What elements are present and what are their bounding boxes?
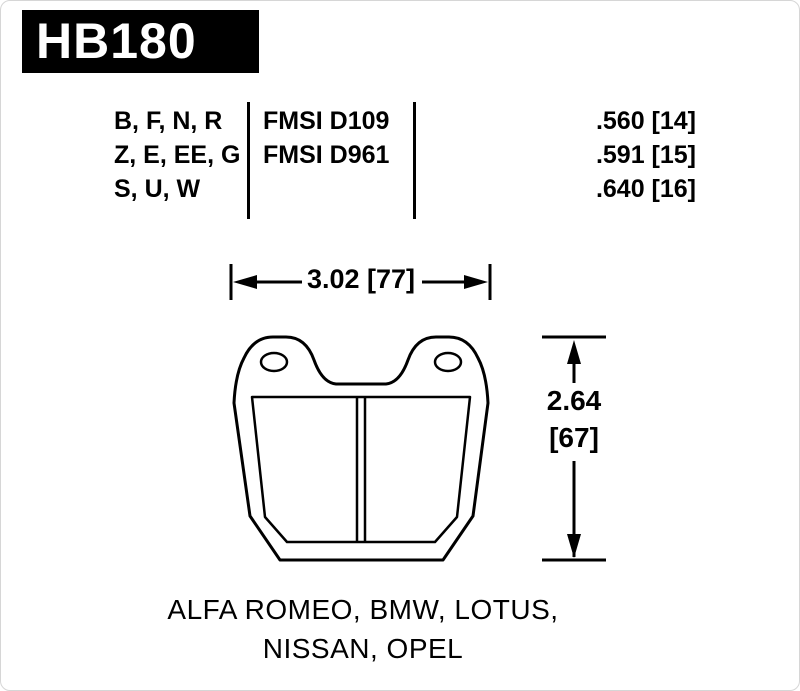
fmsi-row-2: FMSI D961 xyxy=(263,141,390,169)
compound-codes-column: B, F, N, R Z, E, EE, G S, U, W xyxy=(114,104,244,206)
arrow-down-icon xyxy=(567,534,581,558)
arrow-right-icon xyxy=(464,275,488,289)
table-divider-left xyxy=(247,102,250,219)
pad-thickness-column: .560 [14] .591 [15] .640 [16] xyxy=(519,104,696,206)
thickness-row-1: .560 [14] xyxy=(595,107,696,135)
mounting-hole-right xyxy=(433,351,463,373)
thickness-row-3: .640 [16] xyxy=(595,175,696,203)
applications-text: ALFA ROMEO, BMW, LOTUS, NISSAN, OPEL xyxy=(63,590,663,668)
arrow-left-icon xyxy=(233,275,257,289)
width-dimension-label: 3.02 [77] xyxy=(306,264,416,294)
arrow-up-icon xyxy=(567,340,581,364)
mounting-hole-left xyxy=(259,351,289,373)
compound-row-3: S, U, W xyxy=(114,175,201,203)
part-number-box: HB180 xyxy=(22,10,259,73)
table-divider-right xyxy=(413,102,416,219)
height-dimension-line xyxy=(542,335,606,562)
friction-material-outline xyxy=(250,395,472,544)
compound-row-2: Z, E, EE, G xyxy=(114,141,241,169)
part-number: HB180 xyxy=(36,13,197,69)
fmsi-row-1: FMSI D109 xyxy=(263,107,390,135)
width-dimension-line xyxy=(229,264,492,300)
pad-backing-plate-outline xyxy=(232,335,490,562)
compound-row-1: B, F, N, R xyxy=(114,107,223,135)
application-line-2: NISSAN, OPEL xyxy=(262,633,464,664)
fmsi-column: FMSI D109 FMSI D961 xyxy=(263,104,408,172)
height-dimension-label-inches: 2.64 xyxy=(546,385,602,416)
thickness-row-2: .591 [15] xyxy=(595,141,696,169)
height-dimension-label-mm: [67] xyxy=(549,422,599,453)
brake-pad-drawing xyxy=(232,335,490,562)
application-line-1: ALFA ROMEO, BMW, LOTUS, xyxy=(167,594,559,625)
